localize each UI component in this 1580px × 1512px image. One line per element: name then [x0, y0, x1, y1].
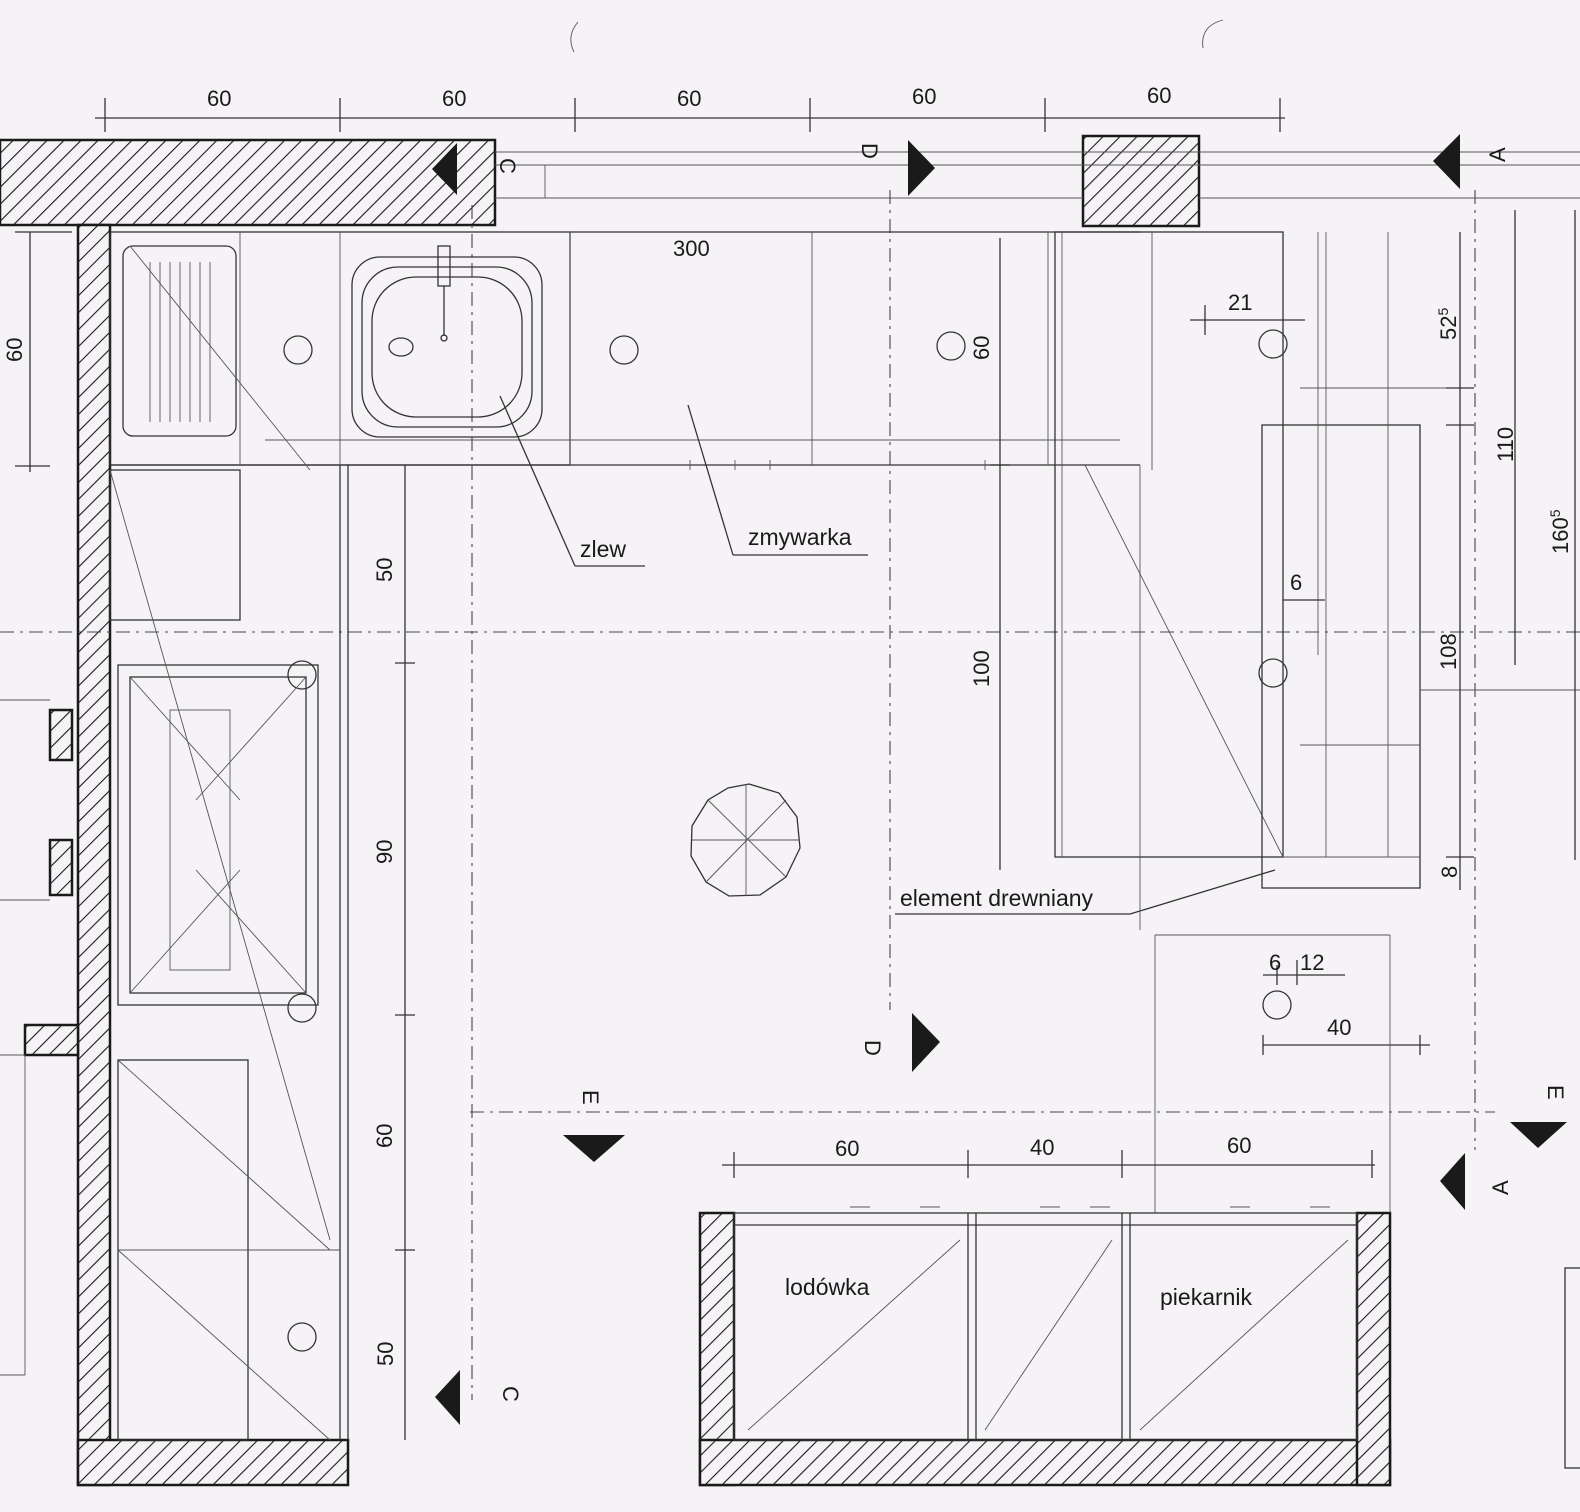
- dim-inner-60: 60: [969, 336, 994, 360]
- section-c-bottom-arrow: [435, 1370, 460, 1425]
- dim-left-run-4: 50: [373, 1342, 398, 1366]
- outlet-circle: [609, 335, 639, 365]
- dim-top-1: 60: [207, 86, 231, 111]
- label-oven: piekarnik: [1160, 1284, 1253, 1310]
- bottom-dim-chain: 60 40 60: [722, 1133, 1375, 1178]
- section-e-right-arrow: [1510, 1122, 1567, 1148]
- scan-mark: [570, 21, 579, 53]
- wall-stub-left-1: [48, 708, 74, 762]
- outlet-circle: [936, 331, 966, 361]
- bottom-appliances: [733, 1206, 1358, 1441]
- label-wooden-element: element drewniany: [900, 885, 1094, 911]
- dim-left-run-2: 90: [372, 840, 397, 864]
- dim-top-4: 60: [912, 84, 936, 109]
- inner-dims: 60 100 21 6: [969, 238, 1325, 870]
- dim-inner-100: 100: [969, 650, 994, 687]
- dim-right-160: 1605: [1547, 509, 1573, 554]
- small-dims: 6 12 40: [1262, 950, 1430, 1055]
- dim-counter-length: 300: [673, 236, 710, 261]
- sink: [351, 245, 543, 438]
- drainboard: [122, 245, 311, 471]
- dim-right-52: 525: [1435, 308, 1461, 340]
- right-dim-chain: 525 110 1605 108 8: [1435, 210, 1576, 890]
- walls: [0, 134, 1392, 1487]
- dim-inner-6: 6: [1290, 570, 1302, 595]
- section-d-top-arrow: [908, 140, 935, 196]
- top-wall-left: [0, 138, 497, 227]
- dim-inner-21: 21: [1228, 290, 1252, 315]
- dim-left-run-3: 60: [372, 1124, 397, 1148]
- section-e-left-label: E: [578, 1090, 603, 1105]
- wooden-element-area: [1139, 465, 1391, 1213]
- section-c-bottom-label: C: [498, 1386, 523, 1402]
- dim-small-12: 12: [1300, 950, 1324, 975]
- labels: zlew zmywarka element drewniany lodówka …: [499, 395, 1276, 1310]
- dim-top-3: 60: [677, 86, 701, 111]
- top-window-lines: [495, 151, 1580, 199]
- top-wall-pillar: [1081, 134, 1201, 228]
- dim-bottom-2: 40: [1030, 1135, 1054, 1160]
- section-e-right-label: E: [1543, 1085, 1568, 1100]
- label-fridge: lodówka: [785, 1274, 870, 1300]
- left-counter: [109, 465, 349, 1441]
- wall-stub-left-3: [23, 1023, 80, 1057]
- section-d-bottom-label: D: [860, 1040, 885, 1056]
- bottom-wall-right-jamb-right: [1355, 1211, 1392, 1487]
- bottom-wall-left: [76, 1438, 350, 1487]
- section-markers: C D A D E E A C: [432, 134, 1568, 1425]
- outlet-circle: [1258, 329, 1288, 359]
- dim-top-2: 60: [442, 86, 466, 111]
- outlet-circle: [287, 993, 317, 1023]
- right-cabinet-block: [1054, 231, 1580, 889]
- section-a-top-arrow: [1433, 134, 1460, 189]
- scan-mark: [1202, 19, 1224, 49]
- section-a-bottom-arrow: [1440, 1153, 1465, 1210]
- label-dishwasher: zmywarka: [748, 524, 852, 550]
- wall-stub-left-2: [48, 838, 74, 897]
- dim-right-8: 8: [1437, 866, 1462, 878]
- dim-right-108: 108: [1436, 633, 1461, 670]
- top-dimension-chain: 60 60 60 60 60: [95, 83, 1285, 132]
- dim-bottom-1: 60: [835, 1136, 859, 1161]
- left-wall-depth-dim: 60: [2, 231, 72, 472]
- section-c-top-arrow: [432, 143, 457, 195]
- bottom-wall-right: [698, 1438, 1392, 1487]
- section-a-top-label: A: [1485, 147, 1510, 162]
- dim-small-40: 40: [1327, 1015, 1351, 1040]
- dim-small-6: 6: [1269, 950, 1281, 975]
- ceiling-lamp: [690, 783, 801, 897]
- section-e-left-arrow: [563, 1135, 625, 1162]
- outlet-circle: [1262, 990, 1292, 1020]
- dim-left-run-1: 50: [372, 558, 397, 582]
- section-axes: [0, 190, 1580, 1400]
- left-run-dims: 50 90 60 50: [372, 465, 415, 1440]
- outlet-circle: [287, 1322, 317, 1352]
- dim-left-wall-depth: 60: [2, 338, 27, 362]
- section-d-bottom-arrow: [912, 1013, 940, 1072]
- section-d-top-label: D: [857, 143, 882, 159]
- right-edge-box: [1564, 1267, 1580, 1469]
- section-a-bottom-label: A: [1488, 1180, 1513, 1195]
- outlet-circle: [287, 660, 317, 690]
- dim-top-5: 60: [1147, 83, 1171, 108]
- dim-right-110: 110: [1493, 427, 1518, 462]
- outlet-circle: [1258, 658, 1288, 688]
- label-sink: zlew: [580, 536, 626, 562]
- outlet-circle: [283, 335, 313, 365]
- section-c-top-label: C: [495, 158, 520, 174]
- dim-bottom-3: 60: [1227, 1133, 1251, 1158]
- left-wall: [76, 223, 112, 1487]
